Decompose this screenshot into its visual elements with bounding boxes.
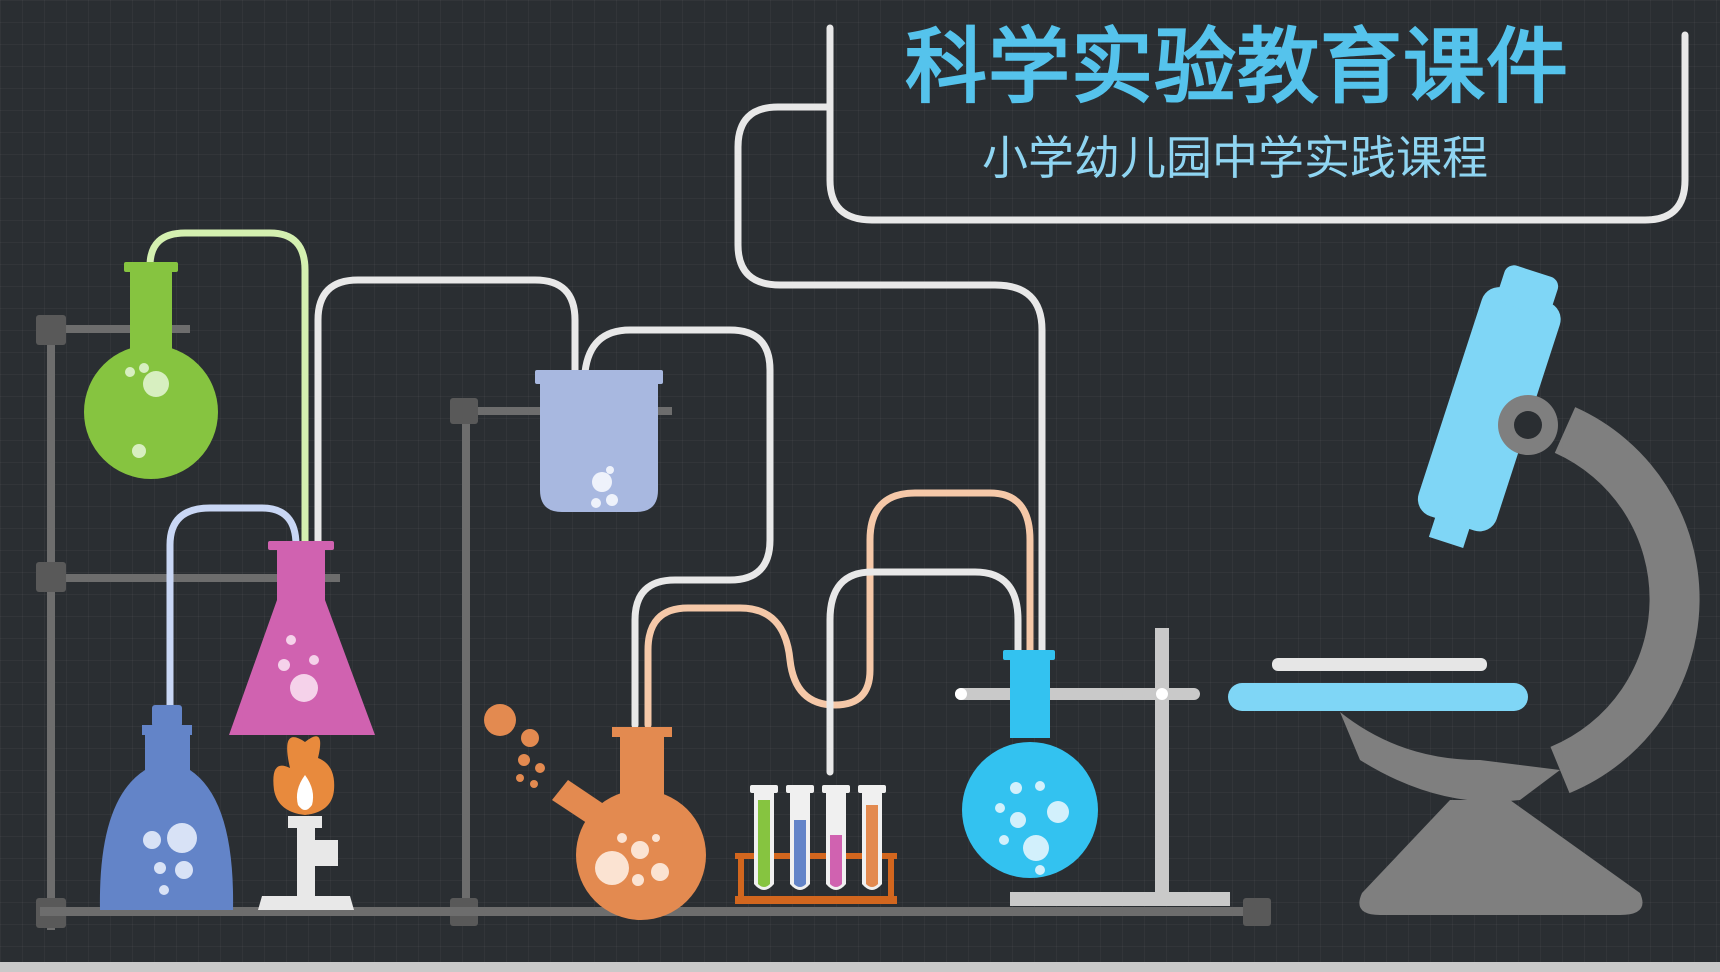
beaker-icon	[535, 370, 663, 512]
microscope-icon	[1228, 265, 1700, 915]
bunsen-burner-icon	[258, 736, 354, 910]
round-bottom-flask-icon	[84, 262, 218, 479]
distillation-flask-icon	[484, 704, 706, 920]
page-subtitle: 小学幼儿园中学实践课程	[982, 131, 1488, 185]
test-tube-rack-icon	[735, 785, 897, 904]
connecting-tubes	[146, 24, 1689, 776]
bottom-bar	[0, 962, 1720, 972]
retort-stand-icon	[955, 628, 1230, 906]
erlenmeyer-flask-icon	[229, 541, 375, 735]
round-bottom-flask-icon	[962, 650, 1098, 878]
page-title: 科学实验教育课件	[905, 20, 1570, 115]
volumetric-flask-icon	[99, 705, 234, 910]
